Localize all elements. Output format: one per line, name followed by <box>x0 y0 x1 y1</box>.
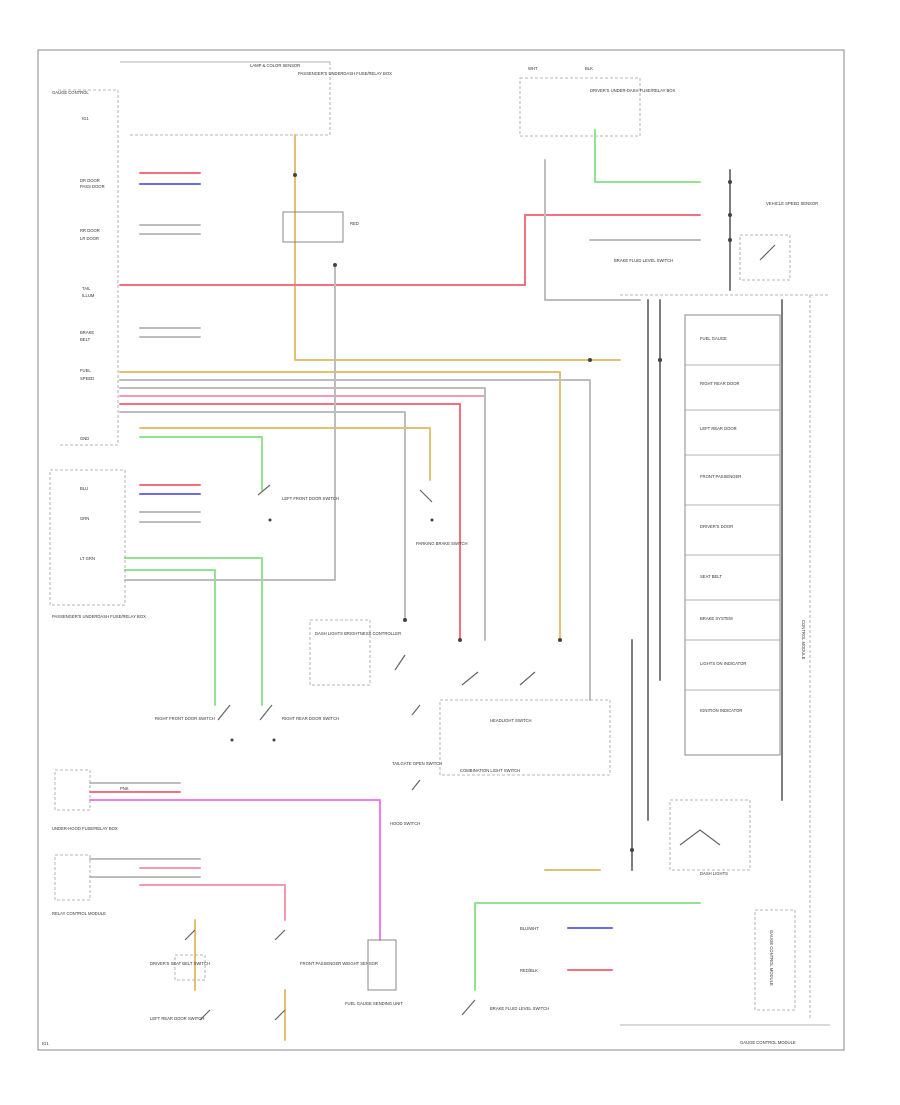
svg-text:BLU/WHT: BLU/WHT <box>520 926 539 931</box>
diagram-frame <box>37 49 845 1051</box>
gray-wire-5 <box>544 159 641 301</box>
svg-text:DR DOOR: DR DOOR <box>80 178 100 183</box>
svg-text:GND: GND <box>80 436 89 441</box>
magenta-wire <box>89 799 381 941</box>
svg-text:RR DOOR: RR DOOR <box>80 228 100 233</box>
svg-text:TAIL: TAIL <box>82 286 91 291</box>
yellow-wire-2 <box>119 371 561 641</box>
svg-text:RED: RED <box>350 221 359 226</box>
upper-right-fuse-box: DRIVER'S UNDER-DASH FUSE/RELAY BOX WHT B… <box>519 66 676 137</box>
svg-text:GAUGE CONTROL MODULE: GAUGE CONTROL MODULE <box>740 1040 796 1045</box>
svg-text:HEADLIGHT SWITCH: HEADLIGHT SWITCH <box>490 718 532 723</box>
svg-text:IG1: IG1 <box>82 116 89 121</box>
svg-text:WHT: WHT <box>528 66 538 71</box>
svg-text:PASSENGER'S UNDERDASH FUSE/REL: PASSENGER'S UNDERDASH FUSE/RELAY BOX <box>52 614 146 619</box>
fuel-gauge-unit: FUEL GAUGE SENDING UNIT <box>345 939 403 1006</box>
svg-text:PNK: PNK <box>120 786 129 791</box>
lower-right-gauge-module: DASH LIGHTS GAUGE CONTROL MODULE BLU/WHT… <box>461 799 830 1045</box>
svg-text:COMBINATION LIGHT SWITCH: COMBINATION LIGHT SWITCH <box>460 768 520 773</box>
passenger-module: PASSENGER'S UNDERDASH FUSE/RELAY BOX BLU… <box>49 469 146 619</box>
pink-wire-4 <box>139 884 286 921</box>
svg-text:RELAY CONTROL MODULE: RELAY CONTROL MODULE <box>52 911 106 916</box>
svg-text:RED/BLK: RED/BLK <box>520 968 538 973</box>
gray-wire-1 <box>124 264 336 581</box>
svg-text:RIGHT REAR DOOR: RIGHT REAR DOOR <box>700 381 739 386</box>
svg-text:PARKING BRAKE SWITCH: PARKING BRAKE SWITCH <box>416 541 468 546</box>
svg-text:DASH LIGHTS: DASH LIGHTS <box>700 871 728 876</box>
svg-text:GRN: GRN <box>80 516 89 521</box>
svg-text:SPEED: SPEED <box>80 376 94 381</box>
svg-text:BLK: BLK <box>585 66 593 71</box>
footnote: IG1 <box>42 1041 49 1046</box>
svg-text:DASH LIGHTS BRIGHTNESS CONTROL: DASH LIGHTS BRIGHTNESS CONTROLLER <box>315 631 401 636</box>
svg-text:LR DOOR: LR DOOR <box>80 236 99 241</box>
green-wire-2 <box>124 557 263 706</box>
svg-text:GAUGE CONTROL MODULE: GAUGE CONTROL MODULE <box>769 930 774 986</box>
relay-box-top <box>282 211 344 243</box>
svg-text:LEFT REAR DOOR: LEFT REAR DOOR <box>700 426 737 431</box>
svg-text:ILLUM: ILLUM <box>82 293 95 298</box>
svg-text:BLU: BLU <box>80 486 88 491</box>
svg-text:BRAKE FLUID LEVEL SWITCH: BRAKE FLUID LEVEL SWITCH <box>614 258 673 263</box>
indicator-stack: FUEL GAUGE RIGHT REAR DOOR LEFT REAR DOO… <box>620 294 830 1020</box>
svg-text:TAILGATE OPEN SWITCH: TAILGATE OPEN SWITCH <box>392 761 442 766</box>
gray-wire-3 <box>119 387 486 641</box>
svg-text:RIGHT FRONT DOOR SWITCH: RIGHT FRONT DOOR SWITCH <box>155 716 215 721</box>
lower-switches: DRIVER'S SEAT BELT SWITCH FRONT PASSENGE… <box>150 929 378 1021</box>
connector-dots <box>293 173 732 852</box>
svg-text:BRAKE FLUID LEVEL SWITCH: BRAKE FLUID LEVEL SWITCH <box>490 1006 549 1011</box>
svg-text:BRAKE: BRAKE <box>80 330 94 335</box>
svg-text:LT GRN: LT GRN <box>80 556 95 561</box>
svg-text:LAMP & COLOR SENSOR: LAMP & COLOR SENSOR <box>250 63 300 68</box>
svg-text:GAUGE CONTROL: GAUGE CONTROL <box>52 90 89 95</box>
parking-brake-switch: PARKING BRAKE SWITCH <box>416 489 468 546</box>
red-wire-2 <box>119 403 461 641</box>
door-switches-lower: RIGHT FRONT DOOR SWITCH RIGHT REAR DOOR … <box>155 704 339 742</box>
svg-text:FUEL GAUGE: FUEL GAUGE <box>700 336 727 341</box>
green-wire-bottom <box>474 902 701 991</box>
svg-text:BELT: BELT <box>80 337 91 342</box>
gray-wire-2 <box>119 379 591 701</box>
title-strip: LAMP & COLOR SENSOR PASSENGER'S UNDERDAS… <box>120 61 392 136</box>
svg-text:DRIVER'S SEAT BELT SWITCH: DRIVER'S SEAT BELT SWITCH <box>150 961 210 966</box>
svg-text:VEHICLE SPEED SENSOR: VEHICLE SPEED SENSOR <box>766 201 818 206</box>
dash-lights-switch: DASH LIGHTS BRIGHTNESS CONTROLLER <box>309 619 406 686</box>
svg-text:FRONT PASSENGER: FRONT PASSENGER <box>700 474 741 479</box>
svg-text:RIGHT REAR DOOR SWITCH: RIGHT REAR DOOR SWITCH <box>282 716 339 721</box>
svg-text:IGNITION INDICATOR: IGNITION INDICATOR <box>700 708 742 713</box>
svg-text:PASSENGER'S UNDERDASH FUSE/REL: PASSENGER'S UNDERDASH FUSE/RELAY BOX <box>298 71 392 76</box>
svg-text:BRAKE SYSTEM: BRAKE SYSTEM <box>700 616 733 621</box>
red-wire-main <box>119 214 701 286</box>
gray-wire-4 <box>119 411 406 621</box>
svg-text:PASS DOOR: PASS DOOR <box>80 184 105 189</box>
headlight-switch: HEADLIGHT SWITCH COMBINATION LIGHT SWITC… <box>439 671 611 776</box>
right-upper-switches: VEHICLE SPEED SENSOR BRAKE FLUID LEVEL S… <box>614 201 818 281</box>
left-module: GAUGE CONTROL IG1 DR DOOR PASS DOOR RR D… <box>52 89 119 446</box>
svg-text:DRIVER'S DOOR: DRIVER'S DOOR <box>700 524 733 529</box>
lower-left-fuse-boxes: UNDER-HOOD FUSE/RELAY BOX RELAY CONTROL … <box>52 769 129 916</box>
door-switch-left-front: LEFT FRONT DOOR SWITCH <box>257 484 339 522</box>
svg-text:LEFT FRONT DOOR SWITCH: LEFT FRONT DOOR SWITCH <box>282 496 339 501</box>
svg-text:FUEL GAUGE SENDING UNIT: FUEL GAUGE SENDING UNIT <box>345 1001 403 1006</box>
tailgate-switch: TAILGATE OPEN SWITCH HOOD SWITCH <box>390 704 442 826</box>
svg-text:DRIVER'S UNDER-DASH FUSE/RELAY: DRIVER'S UNDER-DASH FUSE/RELAY BOX <box>590 88 676 93</box>
green-wire-1 <box>139 436 263 491</box>
svg-text:FUEL: FUEL <box>80 368 91 373</box>
svg-text:LEFT REAR DOOR SWITCH: LEFT REAR DOOR SWITCH <box>150 1016 204 1021</box>
svg-text:FRONT PASSENGER WEIGHT SENSOR: FRONT PASSENGER WEIGHT SENSOR <box>300 961 378 966</box>
yellow-wire-3 <box>139 427 431 481</box>
svg-text:UNDER-HOOD FUSE/RELAY BOX: UNDER-HOOD FUSE/RELAY BOX <box>52 826 118 831</box>
yellow-wire-main <box>294 134 621 361</box>
svg-text:HOOD SWITCH: HOOD SWITCH <box>390 821 420 826</box>
svg-text:LIGHTS ON INDICATOR: LIGHTS ON INDICATOR <box>700 661 746 666</box>
svg-text:SEAT BELT: SEAT BELT <box>700 574 722 579</box>
green-wire-3 <box>124 569 216 706</box>
green-wire-top <box>594 129 701 183</box>
svg-text:CONTROL MODULE: CONTROL MODULE <box>801 620 806 660</box>
